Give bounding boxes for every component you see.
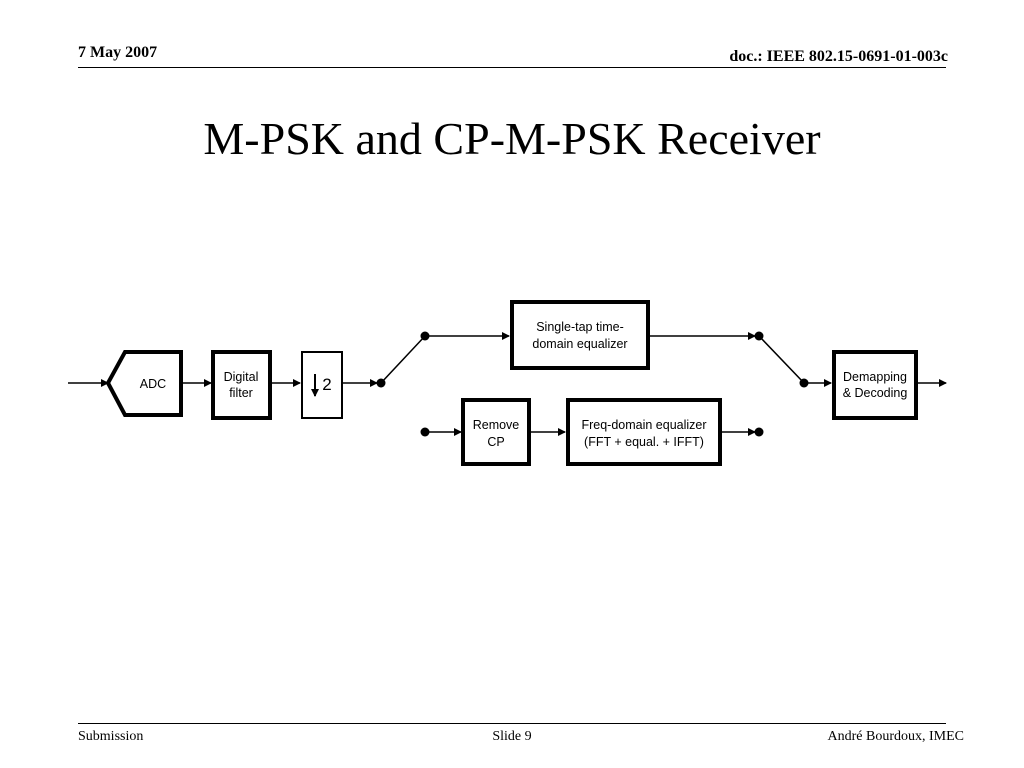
header-doc-id: doc.: IEEE 802.15-0691-01-003c [729,48,948,65]
freq-eq-label-line2: (FFT + equal. + IFFT) [584,435,704,449]
downsample-block: 2 [301,351,343,419]
downsample-factor: 2 [322,375,331,394]
digital-filter-block: Digital filter [211,350,272,420]
digital-filter-label-line2: filter [229,386,253,400]
slide-title: M-PSK and CP-M-PSK Receiver [203,113,821,164]
demapping-label-line1: Demapping [843,370,907,384]
header-rule [78,67,946,68]
single-tap-label-line1: Single-tap time- [536,320,624,334]
right-switch [754,331,809,388]
demapping-label-line2: & Decoding [843,386,908,400]
footer-slide-number: Slide 9 [492,729,532,744]
adc-label: ADC [140,377,166,391]
remove-cp-label-line2: CP [487,435,504,449]
footer-rule [78,723,946,724]
left-switch [376,331,430,388]
single-tap-label-line2: domain equalizer [532,337,627,351]
freq-eq-label-line1: Freq-domain equalizer [581,418,706,432]
remove-cp-label-line1: Remove [473,418,520,432]
demapping-decoding-block: Demapping & Decoding [832,350,918,420]
footer-author: André Bourdoux, IMEC [827,729,965,744]
lower-path-end-node [754,427,764,437]
single-tap-equalizer-block: Single-tap time- domain equalizer [510,300,650,370]
digital-filter-label-line1: Digital [224,370,259,384]
freq-domain-equalizer-block: Freq-domain equalizer (FFT + equal. + IF… [566,398,722,466]
header-date: 7 May 2007 [78,44,158,61]
adc-block: ADC [105,350,183,417]
footer-submission: Submission [78,729,144,744]
remove-cp-block: Remove CP [461,398,531,466]
